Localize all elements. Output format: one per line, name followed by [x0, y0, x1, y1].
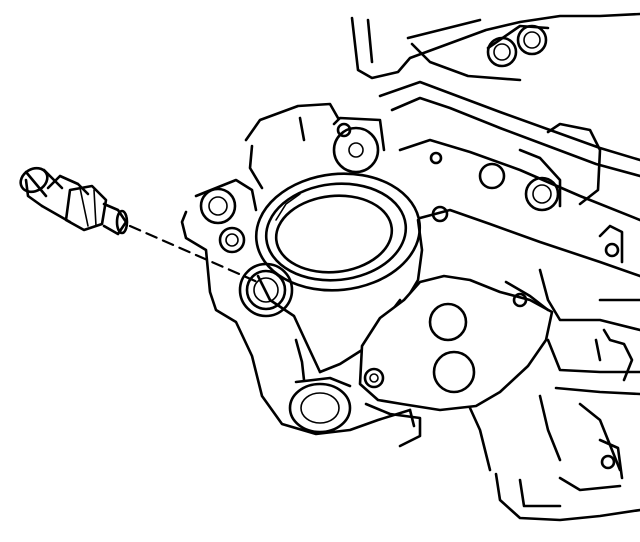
coolant-temperature-sensor-icon — [19, 166, 129, 236]
thermostat-housing — [180, 102, 554, 472]
top-bolt-icon — [486, 24, 550, 68]
engine-block — [350, 12, 640, 522]
install-guide-line — [128, 224, 264, 286]
